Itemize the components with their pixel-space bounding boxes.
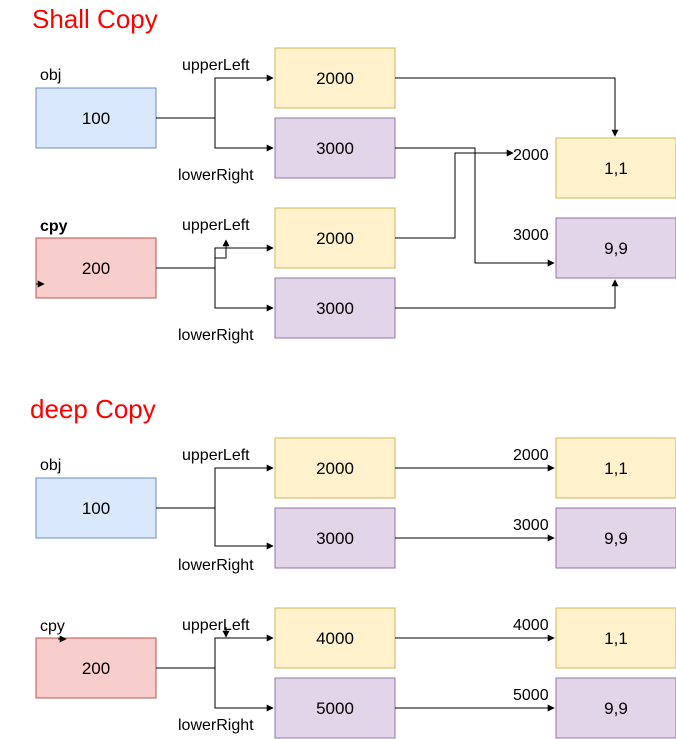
shallow-cpy-upper-label: upperLeft — [182, 217, 250, 234]
deep-cpy-point2-address: 5000 — [513, 687, 549, 704]
deep-cpy-box — [35, 637, 157, 699]
shallow-obj-fork-arrow — [156, 74, 274, 119]
shallow-obj-box — [35, 87, 157, 149]
shallow-cpy-value: 200 — [82, 259, 110, 278]
deep-obj-point1-box — [555, 437, 676, 499]
deep-obj-point1-address: 2000 — [513, 447, 549, 464]
deep-cpy-lower-label: lowerRight — [178, 717, 254, 734]
deep-cpy-upper-value: 4000 — [316, 629, 354, 648]
deep-obj-point2-address: 3000 — [513, 517, 549, 534]
shallow-point1-address: 2000 — [513, 147, 549, 164]
shallow-obj-lower-label: lowerRight — [178, 167, 254, 184]
deep-obj-box — [35, 477, 157, 539]
shallow-obj-lower-arrow — [214, 118, 274, 152]
deep-cpy-lower-value: 5000 — [316, 699, 354, 718]
deep-obj-lower-label: lowerRight — [178, 557, 254, 574]
shallow-obj-label: obj — [40, 67, 61, 84]
deep-obj-lower-box — [274, 507, 396, 569]
shallow-cpy-lower-box — [274, 277, 396, 339]
shallow-obj-lower-to-point2 — [395, 147, 555, 267]
shallow-cpy-fork-arrow — [156, 244, 274, 269]
deep-cpy-fork-arrow — [156, 634, 274, 669]
shallow-point2-value: 9,9 — [604, 239, 628, 258]
shallow-cpy-upper-box — [274, 207, 396, 269]
deep-obj-fork-arrow — [156, 464, 274, 509]
shallow-point2-address: 3000 — [513, 227, 549, 244]
shallow-obj-lower-value: 3000 — [316, 139, 354, 158]
deep-obj-lower-arrow — [214, 508, 274, 550]
shallow-cpy-lower-value: 3000 — [316, 299, 354, 318]
deep-title: deep Copy — [30, 394, 156, 424]
shallow-cpy-lower-label: lowerRight — [178, 327, 254, 344]
shallow-point2-box — [555, 217, 676, 279]
shallow-obj-lower-box — [274, 117, 396, 179]
deep-obj-upper-label: upperLeft — [182, 447, 250, 464]
shallow-obj-upper-box — [274, 47, 396, 109]
shallow-point1-box — [555, 137, 676, 199]
shallow-obj-upper-value: 2000 — [316, 69, 354, 88]
shallow-cpy-lower-to-point2 — [395, 279, 619, 309]
shallow-cpy-lower-arrow — [214, 268, 274, 312]
shallow-obj-upper-label: upperLeft — [182, 57, 250, 74]
deep-cpy-upper-label: upperLeft — [182, 617, 250, 634]
shallow-obj-upper-to-point1 — [395, 77, 619, 137]
deep-obj-point1-value: 1,1 — [604, 459, 628, 478]
deep-cpy-point1-value: 1,1 — [604, 629, 628, 648]
deep-cpy-lower-arrow — [214, 668, 274, 712]
deep-obj-label: obj — [40, 457, 61, 474]
deep-obj-value: 100 — [82, 499, 110, 518]
deep-obj-point2-value: 9,9 — [604, 529, 628, 548]
deep-cpy-upper-box — [274, 607, 396, 669]
deep-cpy-point2-value: 9,9 — [604, 699, 628, 718]
deep-cpy-point2-box — [555, 677, 676, 739]
deep-obj-upper-box — [274, 437, 396, 499]
shallow-cpy-upper-value: 2000 — [316, 229, 354, 248]
deep-cpy-value: 200 — [82, 659, 110, 678]
shallow-obj-value: 100 — [82, 109, 110, 128]
deep-obj-lower-value: 3000 — [316, 529, 354, 548]
shallow-point1-value: 1,1 — [604, 159, 628, 178]
shallow-cpy-label: cpy — [40, 218, 68, 235]
shallow-cpy-upper-to-point1 — [395, 149, 514, 239]
deep-cpy-label: cpy — [40, 618, 65, 635]
deep-obj-upper-value: 2000 — [316, 459, 354, 478]
shallow-cpy-box — [35, 237, 157, 299]
shallow-cpy-loop — [215, 239, 230, 259]
deep-cpy-point1-box — [555, 607, 676, 669]
shallow-title: Shall Copy — [32, 4, 158, 34]
deep-cpy-point1-address: 4000 — [513, 617, 549, 634]
deep-obj-point2-box — [555, 507, 676, 569]
